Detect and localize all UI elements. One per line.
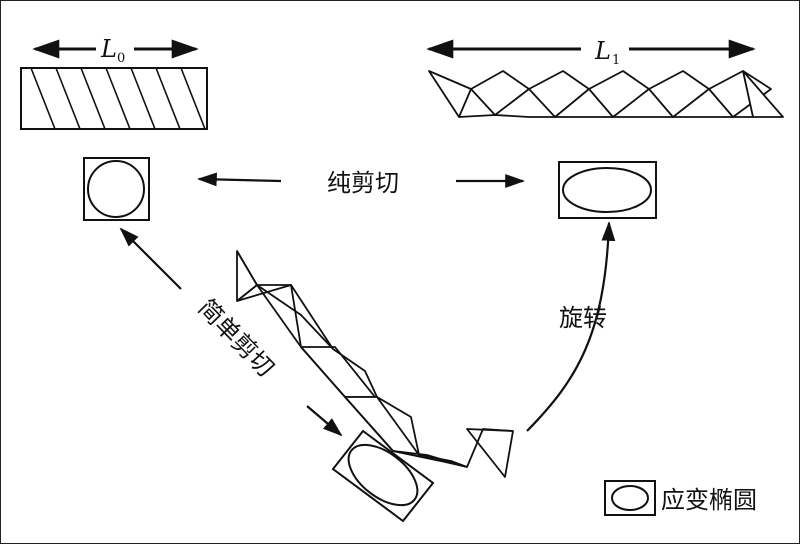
l0-subscript: 0 <box>117 51 125 66</box>
rotation-label: 旋转 <box>559 304 607 332</box>
simple-shear-arrow-down <box>306 405 343 437</box>
simple-shear-ellipse <box>331 429 435 523</box>
legend: 应变椭圆 <box>604 480 757 516</box>
l0-label: L <box>100 35 117 63</box>
l1-subscript: 1 <box>612 53 620 68</box>
simple-shear-label: 简单剪切 <box>193 294 280 383</box>
l1-dimension: L 1 <box>426 37 756 68</box>
legend-box-icon <box>604 480 656 516</box>
pure-shear-ellipse <box>558 161 657 219</box>
simple-shear-arrow-up <box>119 227 182 290</box>
legend-label: 应变椭圆 <box>661 486 757 514</box>
pure-shear-arrow-left <box>197 172 282 187</box>
legend-ellipse-icon <box>611 485 649 511</box>
pure-shear-block <box>428 70 784 118</box>
initial-block <box>20 67 208 130</box>
l0-dimension: L 0 <box>32 35 199 66</box>
pure-shear-label: 纯剪切 <box>327 169 399 197</box>
initial-strain-circle <box>83 157 150 221</box>
rotation-arrow <box>526 221 616 432</box>
l1-label: L <box>594 37 611 65</box>
simple-shear-block <box>236 250 514 478</box>
